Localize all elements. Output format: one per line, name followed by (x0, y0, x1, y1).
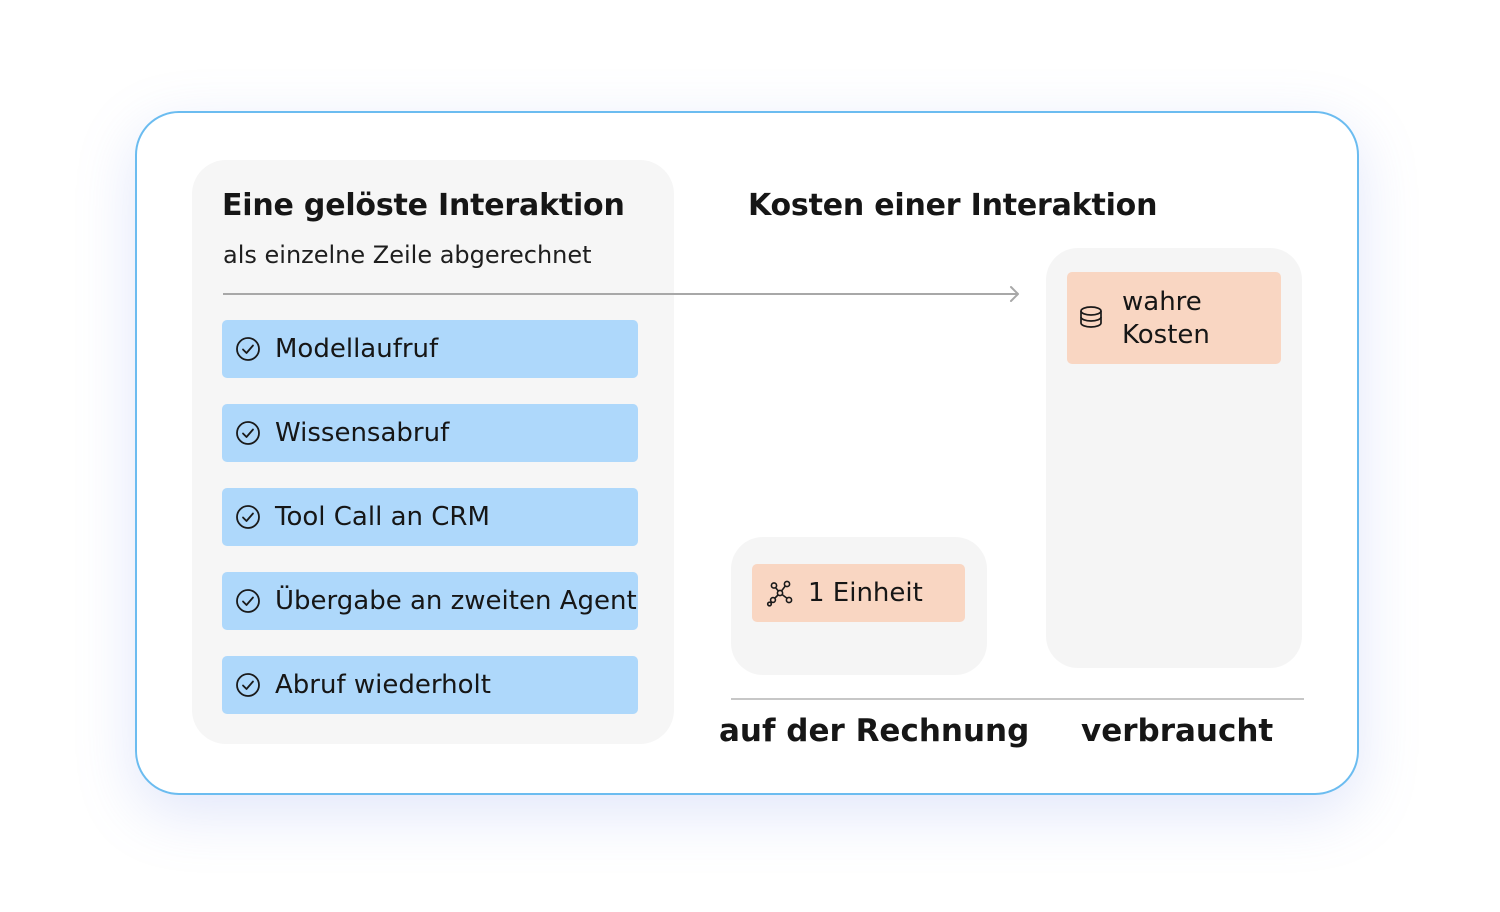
step-label: Tool Call an CRM (275, 502, 490, 532)
true-cost-chip: wahre Kosten (1067, 272, 1281, 364)
step-label: Abruf wiederholt (275, 670, 491, 700)
true-cost-line-2: Kosten (1122, 320, 1210, 350)
check-circle-icon (236, 505, 260, 529)
true-cost-line-1: wahre (1122, 287, 1202, 317)
check-circle-icon (236, 673, 260, 697)
column-baseline (731, 698, 1304, 700)
step-label: Modellaufruf (275, 334, 439, 364)
step-retry: Abruf wiederholt (222, 656, 638, 714)
flow-arrow (223, 286, 1019, 302)
cost-title: Kosten einer Interaktion (748, 188, 1158, 223)
invoice-unit-label: 1 Einheit (808, 578, 923, 608)
invoice-column-label: auf der Rechnung (719, 713, 1030, 749)
step-label: Übergabe an zweiten Agent (275, 586, 637, 616)
network-nodes-icon (766, 580, 793, 607)
database-stack-icon (1080, 306, 1102, 328)
interaction-title: Eine gelöste Interaktion (222, 188, 625, 223)
consumed-column-label: verbraucht (1081, 713, 1274, 749)
check-circle-icon (236, 421, 260, 445)
step-tool-call: Tool Call an CRM (222, 488, 638, 546)
invoice-unit-chip: 1 Einheit (752, 564, 965, 622)
step-knowledge-retrieval: Wissensabruf (222, 404, 638, 462)
interaction-subtitle: als einzelne Zeile abgerechnet (223, 241, 592, 269)
check-circle-icon (236, 337, 260, 361)
check-circle-icon (236, 589, 260, 613)
step-agent-handoff: Übergabe an zweiten Agent (222, 572, 638, 630)
step-model-call: Modellaufruf (222, 320, 638, 378)
step-label: Wissensabruf (275, 418, 450, 448)
